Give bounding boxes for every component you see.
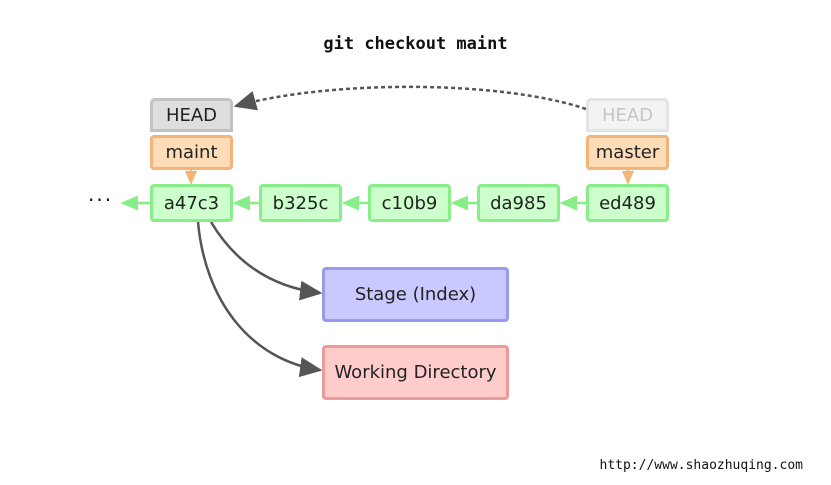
commit-da985: da985	[477, 184, 560, 222]
head-move-arrow	[233, 85, 587, 111]
stage-index: Stage (Index)	[322, 267, 509, 322]
commit-ed489: ed489	[586, 184, 669, 222]
source-url: http://www.shaozhuqing.com	[599, 458, 804, 473]
a47c3-to-working-dir-arrow	[196, 221, 323, 378]
diagram-title: git checkout maint	[323, 34, 508, 54]
branch-master: master	[586, 135, 669, 170]
working-directory: Working Directory	[322, 345, 509, 400]
commit-a47c3: a47c3	[150, 184, 233, 222]
history-ellipsis: ···	[88, 188, 114, 212]
head-pointer: HEAD	[150, 98, 233, 132]
commit-b325c: b325c	[259, 184, 342, 222]
a47c3-to-stage-arrow	[209, 221, 323, 301]
branch-maint: maint	[150, 135, 233, 170]
head-pointer-previous: HEAD	[586, 98, 669, 132]
commit-c10b9: c10b9	[368, 184, 451, 222]
